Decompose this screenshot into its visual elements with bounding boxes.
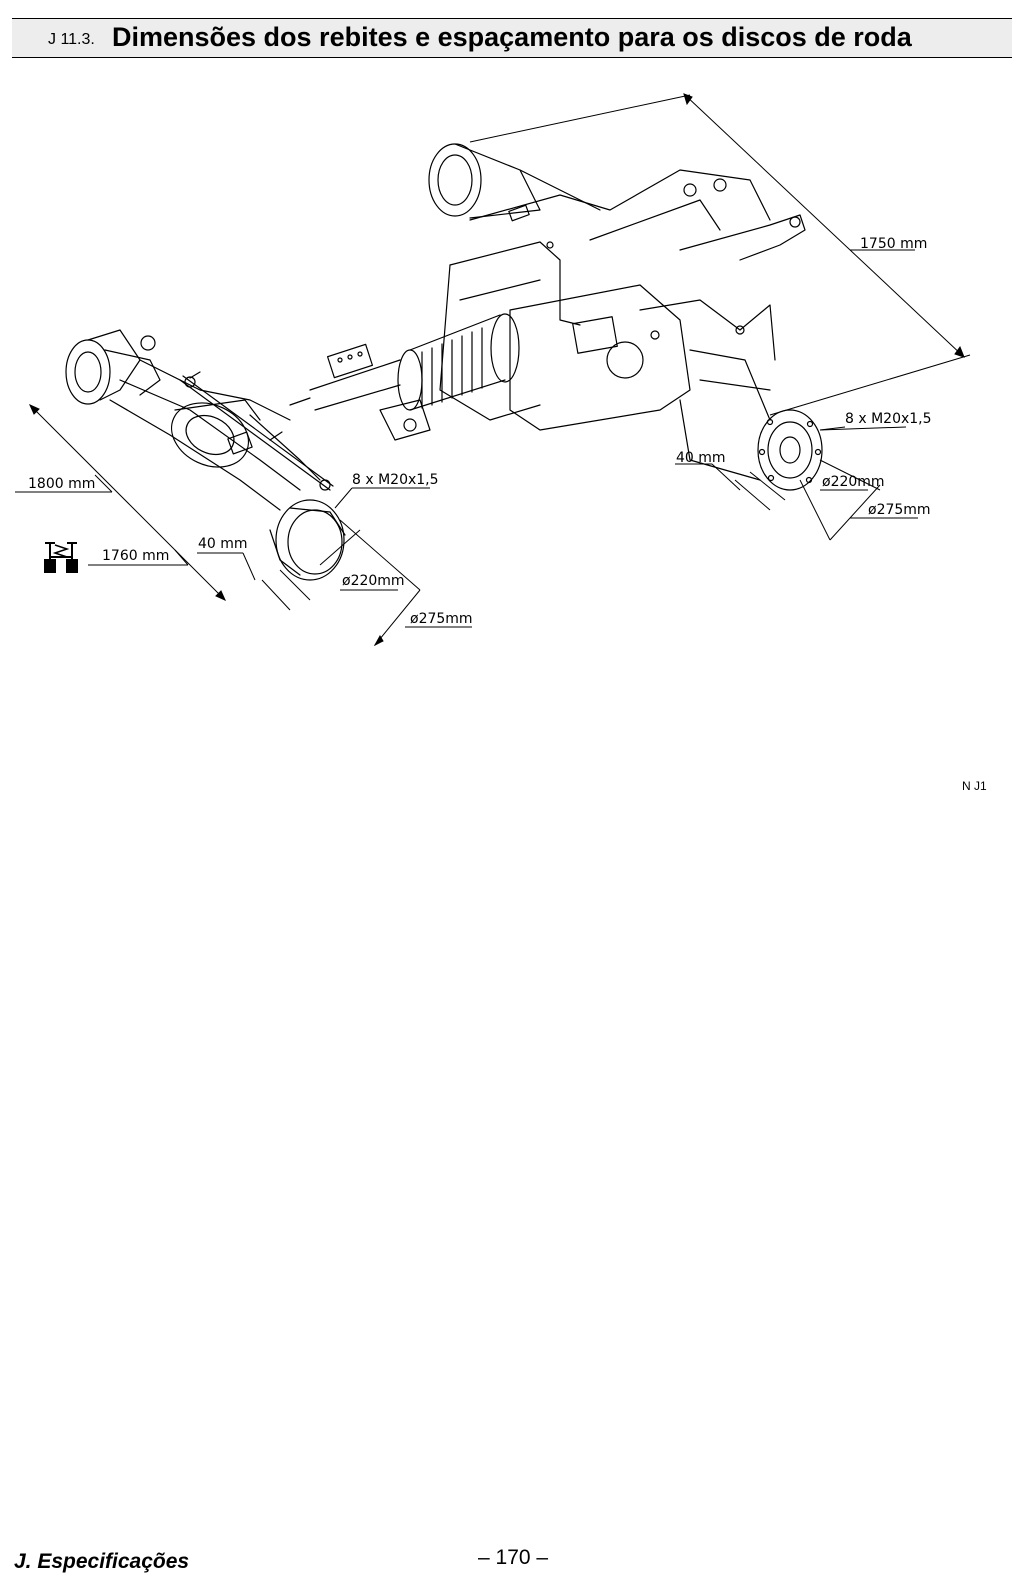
front-bolt-circle-label: ø275mm [410,611,473,627]
section-number: J 11.3. [48,31,95,48]
front-hub-diameter-label: ø220mm [342,573,405,589]
rear-bolt-circle-label: ø275mm [868,502,931,518]
rear-hub-diameter-label: ø220mm [822,474,885,490]
front-track-label: 1800 mm [28,476,95,492]
front-axle-illustration [65,329,346,581]
section-header: J 11.3. Dimensões dos rebites e espaçame… [12,18,1012,58]
rear-studs-label: 8 x M20x1,5 [845,411,932,427]
page-number: – 170 – [478,1546,549,1569]
rear-axle-illustration [289,143,823,491]
figure-code: N J1 [962,779,987,793]
rear-offset-label: 40 mm [676,450,726,466]
section-title: Dimensões dos rebites e espaçamento para… [112,22,912,52]
front-track-alt-label: 1760 mm [102,548,169,564]
footer-section-title: J. Especificações [14,1550,190,1573]
rear-track-label: 1750 mm [860,236,927,252]
front-studs-label: 8 x M20x1,5 [352,472,439,488]
axle-dimensions-drawing: 1750 mm 8 x M20x1,5 40 mm ø220mm ø275mm … [0,60,1030,700]
suspension-symbol-icon [44,542,78,573]
front-offset-label: 40 mm [198,536,248,552]
